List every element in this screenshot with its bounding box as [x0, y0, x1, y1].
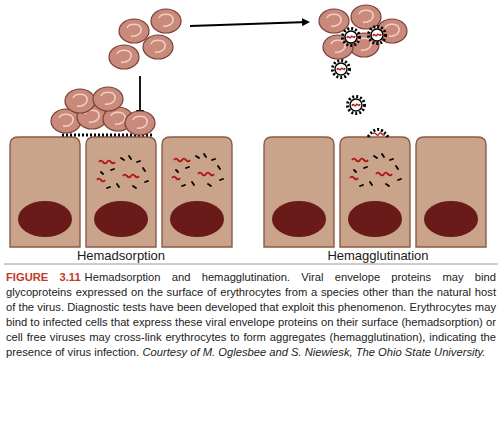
- caption-block: FIGURE 3.11Hemadsorption and hemagglutin…: [6, 270, 496, 360]
- credit-line: Courtesy of M. Oglesbee and S. Niewiesk,…: [142, 346, 485, 358]
- figure-number: FIGURE 3.11: [6, 271, 81, 283]
- illustration: [0, 0, 502, 265]
- caption-text: Hemadsorption and hemagglutination. Vira…: [6, 271, 496, 358]
- panel-label: Hemadsorption: [77, 248, 165, 263]
- panel-label: Hemagglutination: [327, 248, 428, 263]
